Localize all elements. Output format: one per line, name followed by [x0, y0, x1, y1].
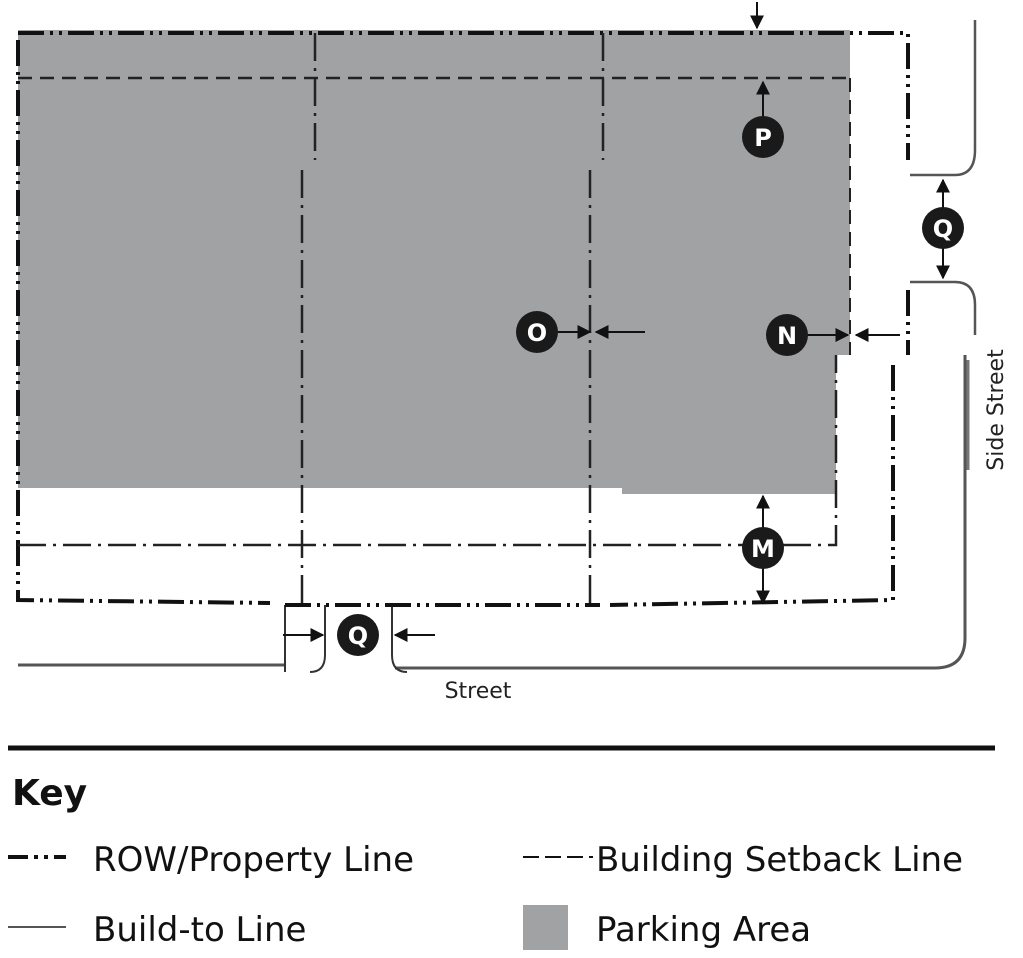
key-label-build-to: Build-to Line [93, 910, 306, 950]
marker-q-side: Q [922, 207, 964, 249]
driveway-street [284, 605, 408, 673]
key-label-setback: Building Setback Line [596, 840, 963, 880]
parking-area [18, 30, 850, 494]
svg-text:Q: Q [933, 215, 953, 243]
build-to-line [18, 33, 838, 605]
street-curb [18, 355, 967, 670]
svg-text:Q: Q [348, 622, 368, 650]
svg-text:P: P [754, 124, 772, 152]
street-label: Street [445, 679, 512, 704]
marker-q-street: Q [337, 614, 379, 656]
marker-o: O [516, 311, 558, 353]
marker-m: M [742, 527, 784, 569]
key-label-row: ROW/Property Line [93, 840, 414, 880]
svg-text:O: O [527, 319, 547, 347]
side-street-label: Side Street [984, 349, 1009, 471]
row-property-line [16, 31, 910, 607]
side-street-curb [910, 20, 977, 335]
svg-text:N: N [777, 322, 797, 350]
marker-n: N [766, 314, 808, 356]
key-symbol-parking [523, 905, 568, 950]
key-label-parking: Parking Area [596, 910, 811, 950]
svg-text:M: M [751, 535, 775, 563]
marker-p: P [742, 116, 784, 158]
key-title: Key [12, 773, 87, 814]
